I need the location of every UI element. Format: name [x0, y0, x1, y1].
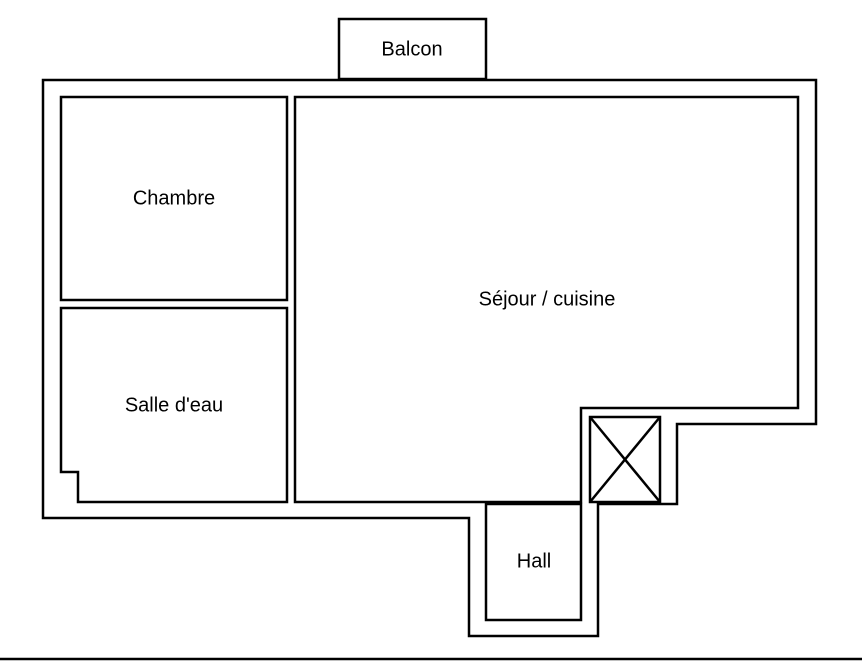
- chambre-label: Chambre: [133, 187, 215, 209]
- bathroom-outline: [59, 306, 289, 504]
- sejour-cuisine-label: Séjour / cuisine: [479, 288, 616, 310]
- hall-label: Hall: [517, 550, 551, 572]
- bedroom-outline: [59, 95, 289, 302]
- hall-outline: [484, 502, 583, 622]
- outer-wall: [41, 78, 818, 638]
- salle-deau-label: Salle d'eau: [125, 394, 223, 416]
- shaft-box: [588, 415, 662, 504]
- living-kitchen-outline: [293, 95, 800, 504]
- balcon-label: Balcon: [381, 38, 442, 60]
